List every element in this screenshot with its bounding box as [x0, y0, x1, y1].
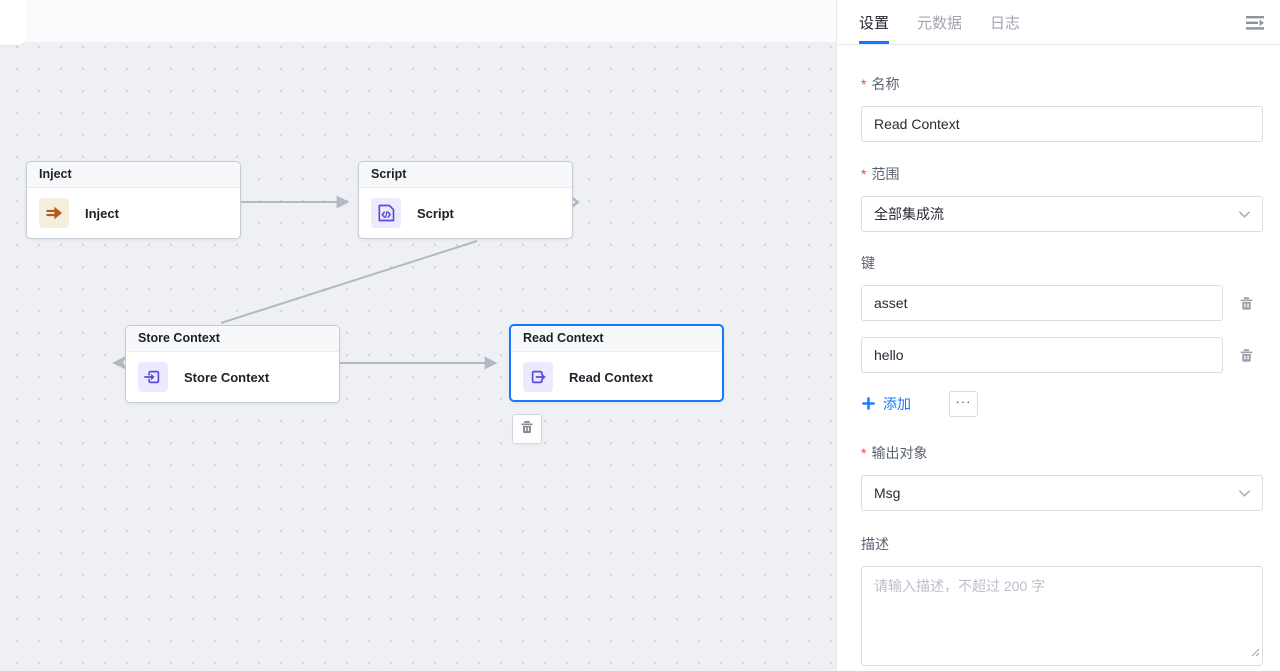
key-row — [861, 337, 1256, 373]
tab-settings[interactable]: 设置 — [859, 0, 890, 44]
trash-icon — [519, 419, 535, 440]
node-read-context-label: Read Context — [569, 369, 653, 385]
description-wrap — [861, 566, 1263, 666]
name-input[interactable] — [861, 106, 1263, 142]
required-asterisk: * — [861, 445, 867, 461]
key-input-1[interactable] — [861, 285, 1224, 321]
panel-tab-bar: 设置 元数据 日志 — [837, 0, 1280, 45]
description-field-label: 描述 — [861, 536, 889, 552]
properties-panel: 设置 元数据 日志 *名称 *范围 — [836, 0, 1280, 671]
node-script-label: Script — [417, 205, 454, 221]
scope-field-label: *范围 — [861, 166, 900, 182]
node-inject[interactable]: Inject Inject — [26, 161, 241, 239]
node-read-context-title: Read Context — [511, 326, 722, 352]
output-select-value: Msg — [874, 485, 901, 501]
canvas-topbar-edge — [0, 0, 27, 45]
more-actions-button[interactable]: ··· — [949, 390, 978, 417]
inject-arrow-icon — [39, 198, 69, 228]
description-textarea[interactable] — [861, 566, 1263, 666]
key-actions-row: 添加 ··· — [861, 390, 1256, 417]
node-read-context[interactable]: Read Context Read Context — [509, 324, 724, 402]
flow-canvas[interactable]: Inject Inject Script — [0, 0, 836, 671]
output-field-label: *输出对象 — [861, 445, 928, 461]
node-store-context-label: Store Context — [184, 369, 270, 385]
chevron-down-icon — [1238, 208, 1251, 224]
scope-select[interactable]: 全部集成流 — [861, 196, 1263, 232]
required-asterisk: * — [861, 166, 867, 182]
ellipsis-icon: ··· — [955, 393, 972, 409]
plus-icon — [861, 396, 876, 411]
name-field-label: *名称 — [861, 76, 900, 92]
key-row — [861, 285, 1256, 321]
node-store-context-title: Store Context — [126, 326, 339, 352]
panel-form: *名称 *范围 全部集成流 键 — [837, 45, 1280, 666]
script-code-icon — [371, 198, 401, 228]
edge-script-store — [220, 240, 478, 324]
output-select[interactable]: Msg — [861, 475, 1263, 511]
key-field-label: 键 — [861, 255, 875, 271]
delete-node-button[interactable] — [512, 414, 542, 444]
scope-select-value: 全部集成流 — [874, 206, 944, 222]
store-context-icon — [138, 362, 168, 392]
required-asterisk: * — [861, 76, 867, 92]
key-input-2[interactable] — [861, 337, 1224, 373]
collapse-panel-icon[interactable] — [1244, 12, 1266, 34]
node-inject-label: Inject — [85, 205, 119, 221]
add-key-label: 添加 — [883, 395, 911, 412]
delete-key-icon[interactable] — [1236, 293, 1256, 313]
read-context-icon — [523, 362, 553, 392]
tab-logs[interactable]: 日志 — [990, 14, 1021, 32]
node-script-title: Script — [359, 162, 572, 188]
canvas-topbar — [0, 0, 836, 43]
add-key-button[interactable]: 添加 — [861, 394, 911, 414]
node-script[interactable]: Script Script — [358, 161, 573, 239]
tab-metadata[interactable]: 元数据 — [917, 14, 963, 32]
chevron-down-icon — [1238, 487, 1251, 503]
node-inject-title: Inject — [27, 162, 240, 188]
node-store-context[interactable]: Store Context Store Context — [125, 325, 340, 403]
delete-key-icon[interactable] — [1236, 345, 1256, 365]
